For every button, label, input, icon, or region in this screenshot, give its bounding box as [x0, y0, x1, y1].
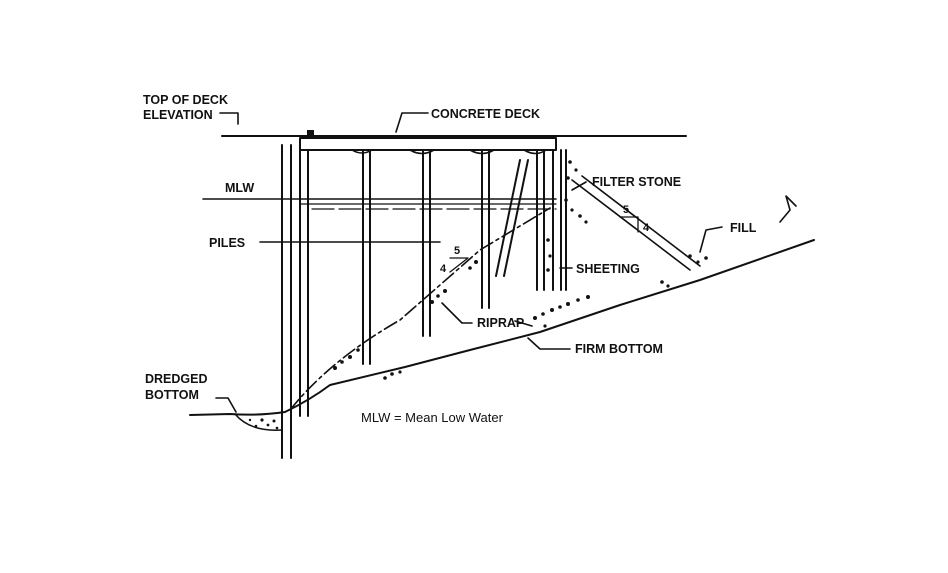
dredged-bottom-leader	[215, 397, 237, 413]
riprap-stones	[333, 260, 478, 380]
filter-slope-run: 5	[623, 204, 629, 216]
filter-stone-layer	[571, 175, 701, 271]
firm-bottom-line	[189, 239, 815, 416]
leader-lines	[215, 112, 797, 413]
firm-bottom-stones	[533, 295, 590, 328]
pile-2	[362, 149, 371, 365]
pile-5	[536, 149, 545, 291]
filter-slope-rise: 4	[643, 222, 650, 234]
fill-leader	[699, 226, 723, 253]
riprap-leader-right	[514, 320, 533, 327]
riprap-slope-ratio: 5 4	[440, 245, 469, 275]
piles	[281, 144, 554, 459]
label-top-of-deck: TOP OF DECK	[143, 93, 228, 107]
fill-arrow	[779, 195, 797, 223]
pile-4	[481, 149, 490, 309]
pile-1	[299, 149, 309, 417]
concrete-deck-leader	[395, 112, 429, 133]
label-bottom: BOTTOM	[145, 388, 199, 402]
riprap-slope-run: 5	[454, 245, 460, 257]
legend-mlw-definition: MLW = Mean Low Water	[361, 410, 504, 425]
batter-pile	[495, 159, 529, 277]
label-dredged: DREDGED	[145, 372, 208, 386]
firm-bottom-leader	[527, 337, 571, 350]
riprap-slope-rise: 4	[440, 263, 447, 275]
dredged-bottom-pocket	[234, 413, 283, 431]
filter-slope-ratio: 5 4	[619, 204, 650, 234]
label-mlw: MLW	[225, 181, 254, 195]
filter-stones	[546, 160, 708, 288]
label-concrete-deck: CONCRETE DECK	[431, 107, 540, 121]
label-filter-stone: FILTER STONE	[592, 175, 681, 189]
label-riprap: RIPRAP	[477, 316, 524, 330]
label-elevation: ELEVATION	[143, 108, 213, 122]
riprap-slope-line	[289, 207, 551, 411]
riprap-leader	[441, 302, 473, 324]
concrete-deck	[299, 130, 557, 155]
pile-front	[281, 144, 292, 459]
sheeting-wall	[560, 149, 567, 291]
filter-stone-leader	[571, 181, 587, 191]
pile-3	[422, 149, 431, 337]
label-sheeting: SHEETING	[576, 262, 640, 276]
mlw-water-line	[202, 198, 557, 210]
dredged-stone-texture	[248, 418, 279, 430]
label-fill: FILL	[730, 221, 757, 235]
curb-block	[307, 130, 314, 137]
label-firm-bottom: FIRM BOTTOM	[575, 342, 663, 356]
deck-elevation-leader	[219, 112, 239, 125]
label-piles: PILES	[209, 236, 245, 250]
